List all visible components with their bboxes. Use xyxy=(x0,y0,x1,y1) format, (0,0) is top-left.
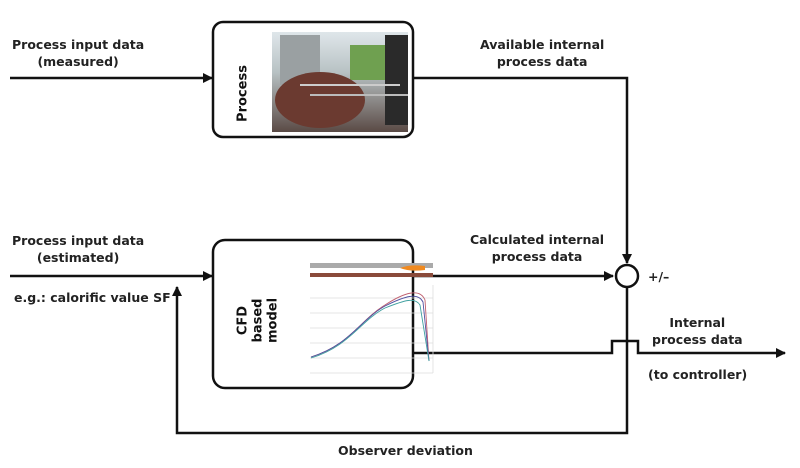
process-block xyxy=(211,20,415,139)
model-label: CFD based model xyxy=(236,291,281,351)
label-available: Available internal process data xyxy=(480,36,604,70)
label-observer-deviation: Observer deviation xyxy=(338,443,473,458)
label-line: (estimated) xyxy=(36,250,120,265)
label-output: Internal process data xyxy=(652,314,743,348)
summing-junction xyxy=(614,263,640,289)
observer-feedback-line xyxy=(172,286,629,435)
label-line: (measured) xyxy=(37,54,119,69)
model-label-line: CFD xyxy=(235,305,251,336)
label-line: Available internal xyxy=(480,37,605,52)
label-line: Internal xyxy=(669,315,726,330)
arrow-available xyxy=(413,76,632,264)
process-photo xyxy=(272,32,408,132)
process-label: Process xyxy=(235,65,251,122)
label-line: Calculated internal xyxy=(470,232,605,247)
label-line: Process input data xyxy=(12,37,145,52)
label-input-estimated: Process input data (estimated) xyxy=(12,232,144,266)
arrow-output xyxy=(413,339,786,358)
model-label-line: model xyxy=(265,297,281,344)
label-line: process data xyxy=(491,249,583,264)
model-label-line: based xyxy=(250,298,266,343)
label-calculated: Calculated internal process data xyxy=(470,231,604,265)
label-sign: +/– xyxy=(648,269,670,284)
label-example: e.g.: calorific value SF xyxy=(14,290,171,305)
label-line: Process input data xyxy=(12,233,145,248)
label-line: process data xyxy=(496,54,588,69)
model-block xyxy=(211,238,415,390)
label-to-controller: (to controller) xyxy=(648,367,748,382)
label-input-measured: Process input data (measured) xyxy=(12,36,144,70)
label-line: process data xyxy=(652,332,743,347)
cfd-chart xyxy=(310,263,434,374)
